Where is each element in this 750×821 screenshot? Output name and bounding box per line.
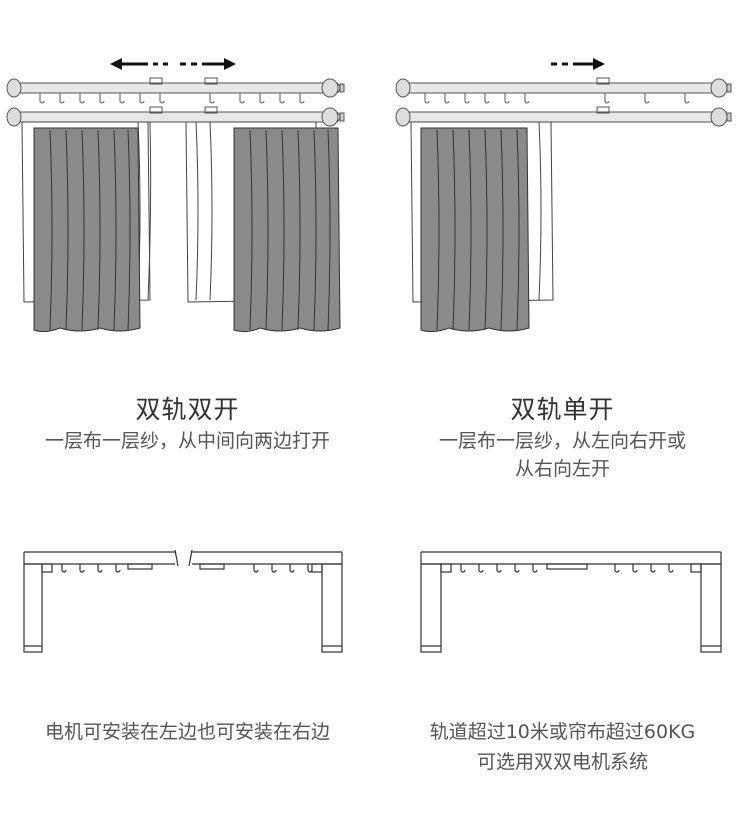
curtain-rod-front (6, 107, 345, 127)
fabric-curtain (420, 127, 530, 333)
track-hooks (440, 563, 702, 573)
fabric-curtain-right (233, 127, 341, 333)
left-title: 双轨双开 (135, 395, 240, 424)
double-rail-double-open-illustration (6, 58, 345, 333)
double-rail-single-open-illustration (395, 58, 732, 333)
arrow-left-icon (110, 58, 168, 70)
curtain-rod-back (6, 78, 345, 98)
fabric-curtain-left (33, 127, 141, 333)
continuous-track-dual-motor-diagram (420, 551, 722, 653)
left-note: 电机可安装在左边也可安装在右边 (44, 721, 330, 743)
right-description-line2: 从右向左开 (514, 458, 610, 480)
right-title: 双轨单开 (510, 395, 615, 424)
curtain-hooks (39, 77, 305, 114)
left-description: 一层布一层纱，从中间向两边打开 (44, 430, 330, 452)
right-note-line2: 可选用双双电机系统 (476, 751, 648, 773)
curtain-rod-front (395, 107, 732, 127)
arrow-right-icon (180, 58, 236, 70)
right-description-line1: 一层布一层纱，从左向右开或 (438, 430, 686, 452)
curtain-hooks (424, 77, 690, 114)
right-note-line1: 轨道超过10米或帘布超过60KG (429, 721, 696, 743)
track-hooks (41, 563, 323, 573)
curtain-rod-back (395, 78, 732, 98)
arrow-right-icon (551, 58, 605, 70)
split-track-motor-diagram (23, 549, 343, 653)
